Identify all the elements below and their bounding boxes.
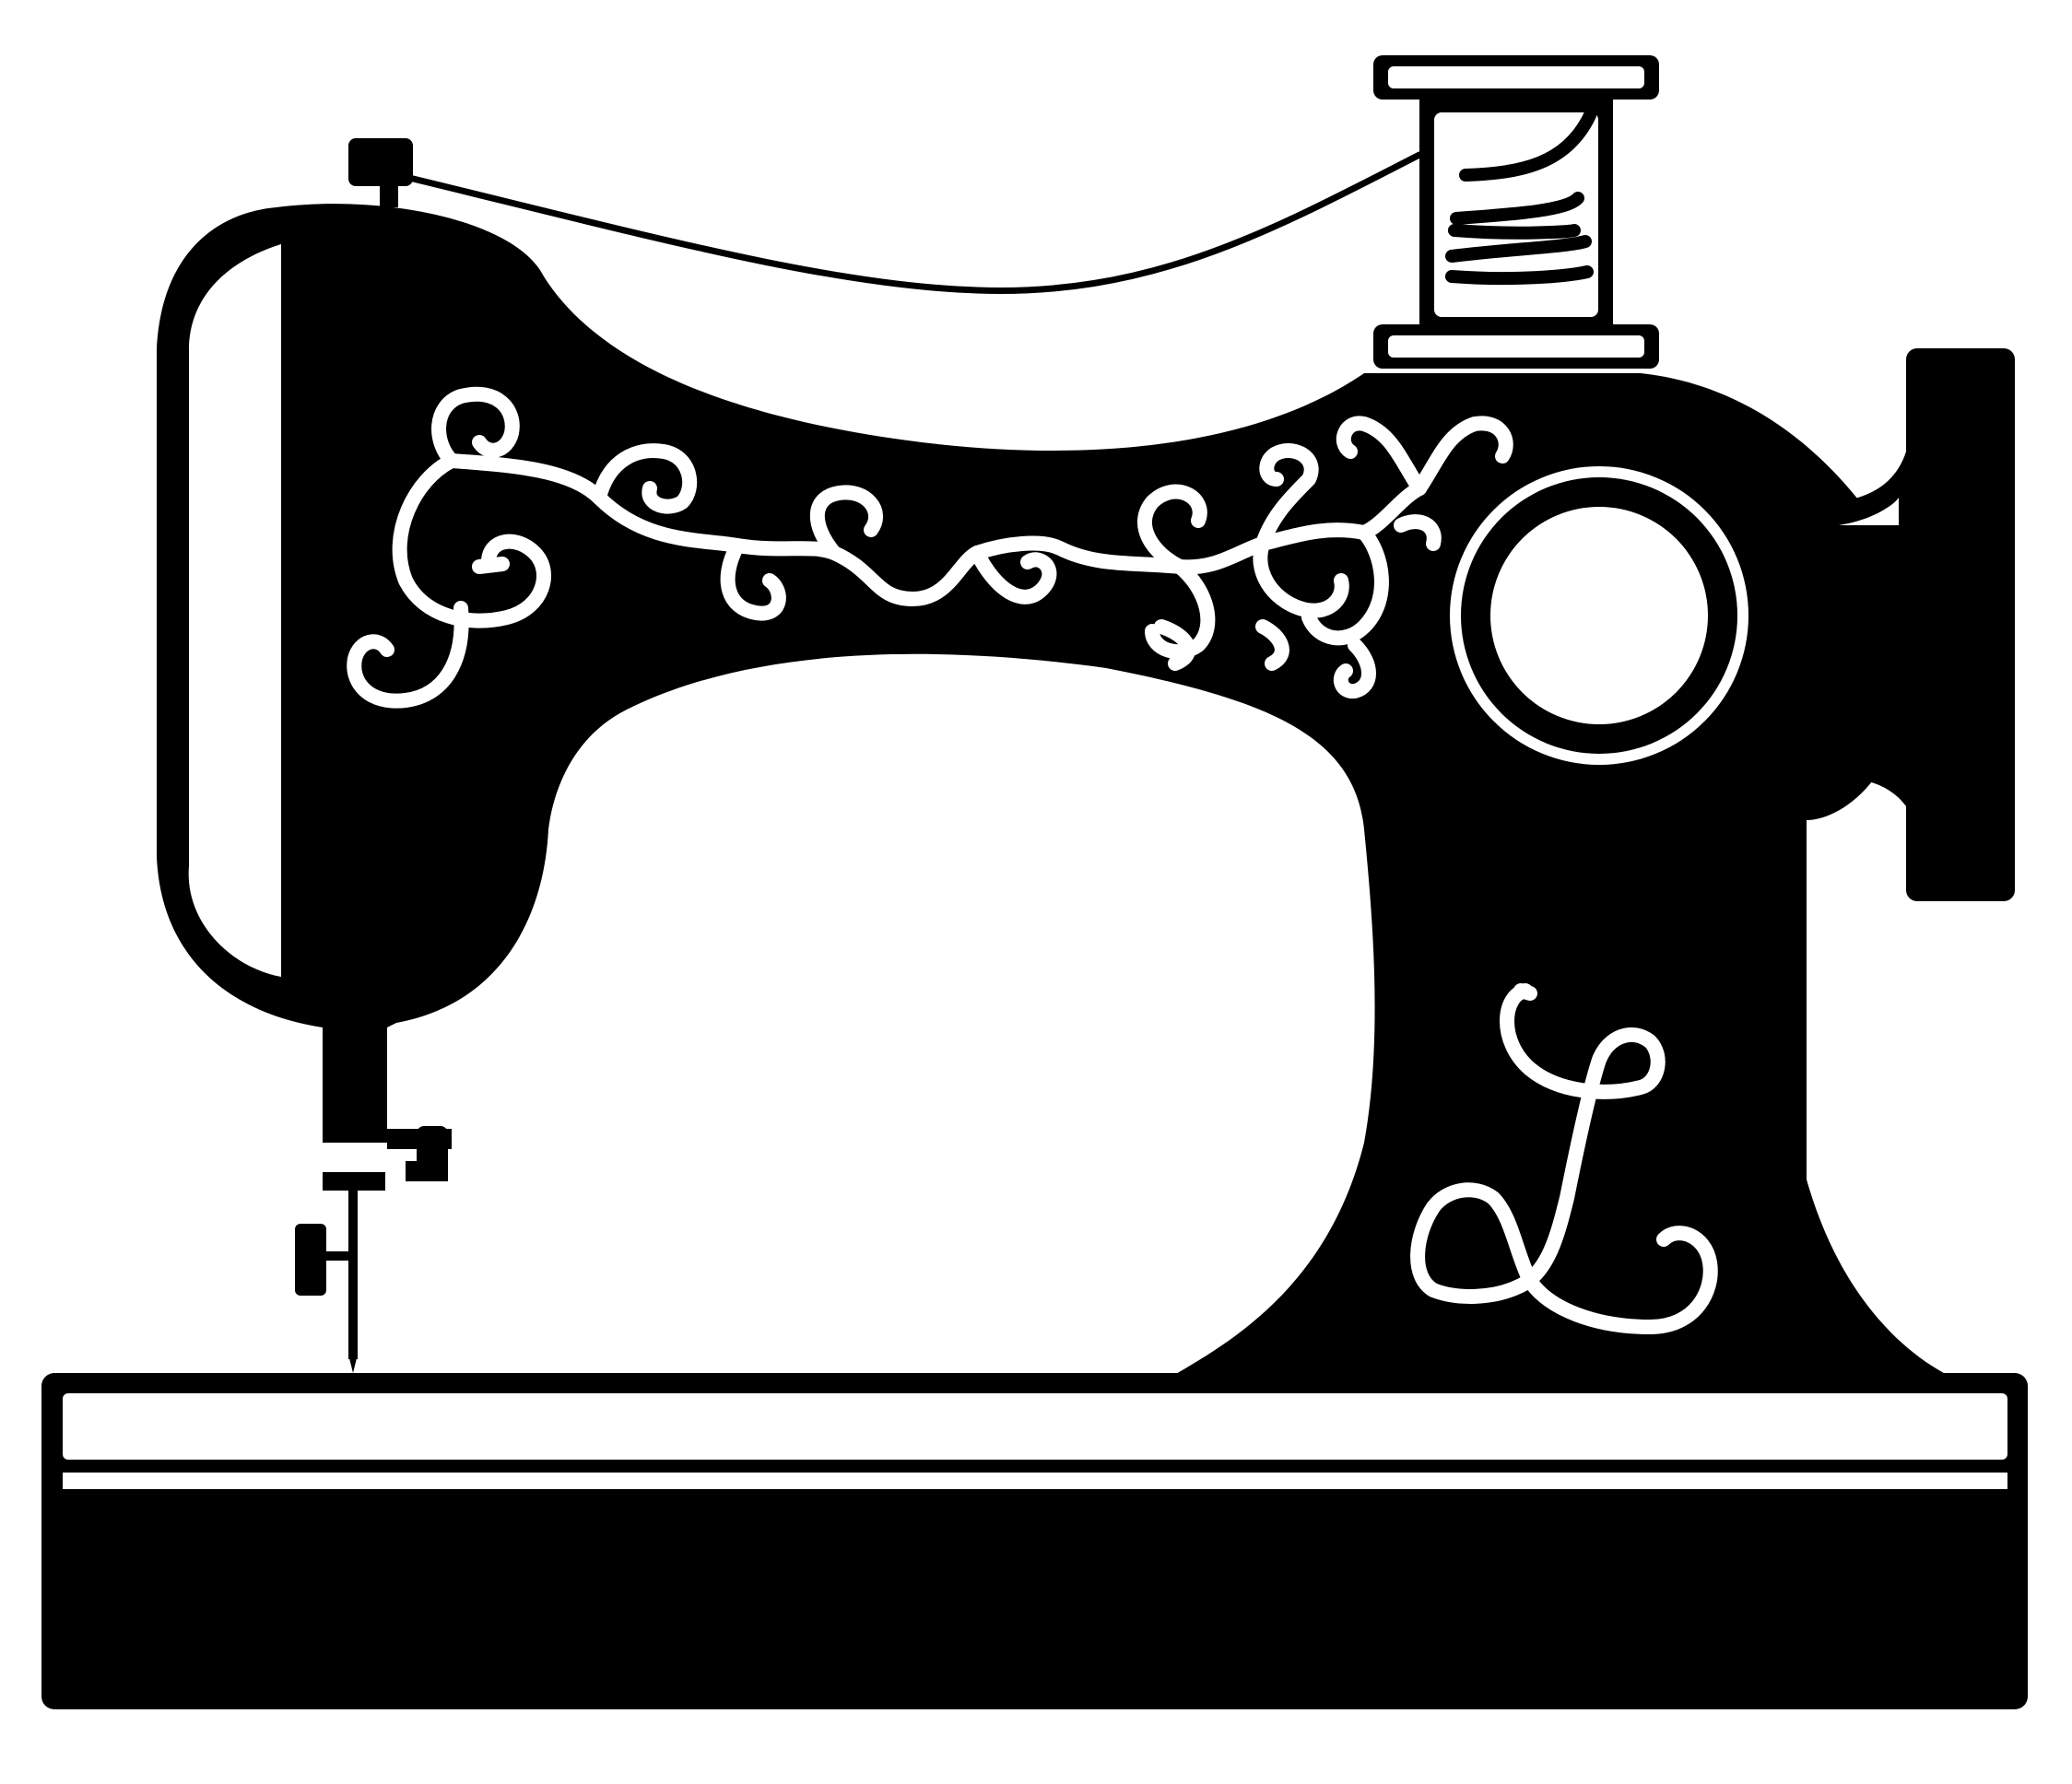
thread-line [402,151,1423,294]
needle-assembly [295,1126,452,1373]
take-up-lever [348,138,413,207]
thread-wraps [1445,109,1596,286]
monogram-l [1410,983,1718,1334]
side-bracket [1791,348,2015,901]
machine-body [157,204,1963,1382]
scroll-ornaments [347,386,1513,709]
thread-spool [1373,55,1659,369]
machine-base [41,1373,2028,1709]
hand-wheel [1450,466,1748,765]
face-plate [188,244,281,977]
